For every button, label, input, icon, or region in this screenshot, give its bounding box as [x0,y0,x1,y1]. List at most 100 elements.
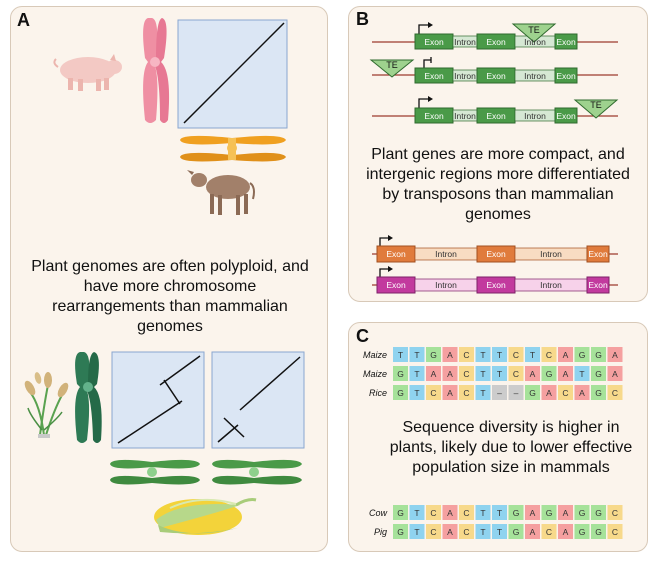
nucleotide-cell [508,366,524,381]
exon-label: Exon [556,71,576,81]
panel-b-labels: Exon Intron Exon Intron Exon TE TE Exon … [386,25,608,290]
nucleotide-cell [558,524,573,539]
nucleotide-letter: – [497,388,502,398]
panel-c-caption: Sequence diversity is higher in plants, … [389,419,633,476]
nucleotide-letter: A [563,508,569,518]
nucleotide-cell [492,347,507,362]
nucleotide-letter: C [513,350,519,360]
nucleotide-cell [591,385,606,400]
nucleotide-cell [459,385,474,400]
nucleotide-cell [574,347,590,362]
intron-label: Intron [435,280,457,290]
nucleotide-letter: C [463,369,469,379]
exon-box [586,245,610,263]
nucleotide-cell [442,524,458,539]
exon-label: Exon [486,280,506,290]
nucleotide-letter: G [513,527,520,537]
exon-box [586,276,610,294]
nucleotide-cell [393,524,408,539]
nucleotide-letter: A [546,388,552,398]
nucleotide-cell [409,347,425,362]
intron-label: Intron [454,37,476,47]
nucleotide-cell [591,366,606,381]
nucleotide-cell [607,505,623,520]
nucleotide-letter: T [480,388,485,398]
panel-c-label: C [356,326,369,346]
intron-label: Intron [540,249,562,259]
nucleotide-cell [459,347,474,362]
nucleotide-cell [475,505,491,520]
nucleotide-letter: A [579,388,585,398]
nucleotide-letter: T [414,527,419,537]
exon-label: Exon [588,249,608,259]
nucleotide-cell [459,524,474,539]
dot-plot-maize-2 [211,351,305,449]
exon-box [554,107,578,124]
nucleotide-letter: A [530,508,536,518]
nucleotide-letter: A [530,527,536,537]
wheat-plant-icon [24,372,69,438]
nucleotide-letter: T [497,350,502,360]
exon-label: Exon [386,280,406,290]
nucleotide-letter: T [530,350,535,360]
nucleotide-cell [558,505,573,520]
nucleotide-letter: T [398,350,403,360]
exon-box [554,33,578,50]
species-label: Pig [374,527,387,537]
exon-label: Exon [588,280,608,290]
panel-a-label: A [17,10,30,30]
nucleotide-cell [492,505,507,520]
nucleotide-letter: A [563,350,569,360]
nucleotide-letter: G [397,388,404,398]
nucleotide-letter: T [497,369,502,379]
exon-label: Exon [486,37,506,47]
intron-label: Intron [435,249,457,259]
nucleotide-cell [459,366,474,381]
exon-label: Exon [556,111,576,121]
green-chromosome-pair-2-icon [212,459,302,485]
intron-label: Intron [454,111,476,121]
nucleotide-cell [508,524,524,539]
nucleotide-letter: G [546,369,553,379]
nucleotide-cell [442,385,458,400]
nucleotide-cell [591,505,606,520]
nucleotide-cell [508,505,524,520]
nucleotide-cell [574,505,590,520]
exon-label: Exon [556,37,576,47]
nucleotide-cell [492,366,507,381]
nucleotide-letter: G [595,527,602,537]
nucleotide-letter: T [497,508,502,518]
nucleotide-letter: C [513,369,519,379]
pink-chromosome-icon [143,18,170,123]
nucleotide-cell [393,505,408,520]
pig-icon [53,54,122,91]
plant-gene-2 [369,57,618,84]
nucleotide-cell [591,524,606,539]
nucleotide-cell [607,347,623,362]
nucleotide-cell [607,366,623,381]
dot-plot-maize-1 [111,351,205,449]
nucleotide-letter: G [397,369,404,379]
exon-label: Exon [486,111,506,121]
panel-a-caption: Plant genomes are often polyploid, and h… [31,258,309,335]
nucleotide-cell [426,505,441,520]
exon-label: Exon [486,71,506,81]
nucleotide-cell [409,366,425,381]
mammal-gene-1 [372,235,618,263]
nucleotide-cell [442,366,458,381]
cow-icon [187,170,255,215]
nucleotide-letter: C [612,508,618,518]
nucleotide-cell [393,366,408,381]
nucleotide-cell [492,524,507,539]
species-label: Rice [369,388,387,398]
nucleotide-cell [525,385,540,400]
nucleotide-cell [426,366,441,381]
exon-box [554,67,578,84]
nucleotide-letter: – [514,388,519,398]
nucleotide-cell [393,385,408,400]
species-label: Maize [363,350,387,360]
nucleotide-cell [508,347,524,362]
intron-label: Intron [524,37,546,47]
nucleotide-cell [558,347,573,362]
